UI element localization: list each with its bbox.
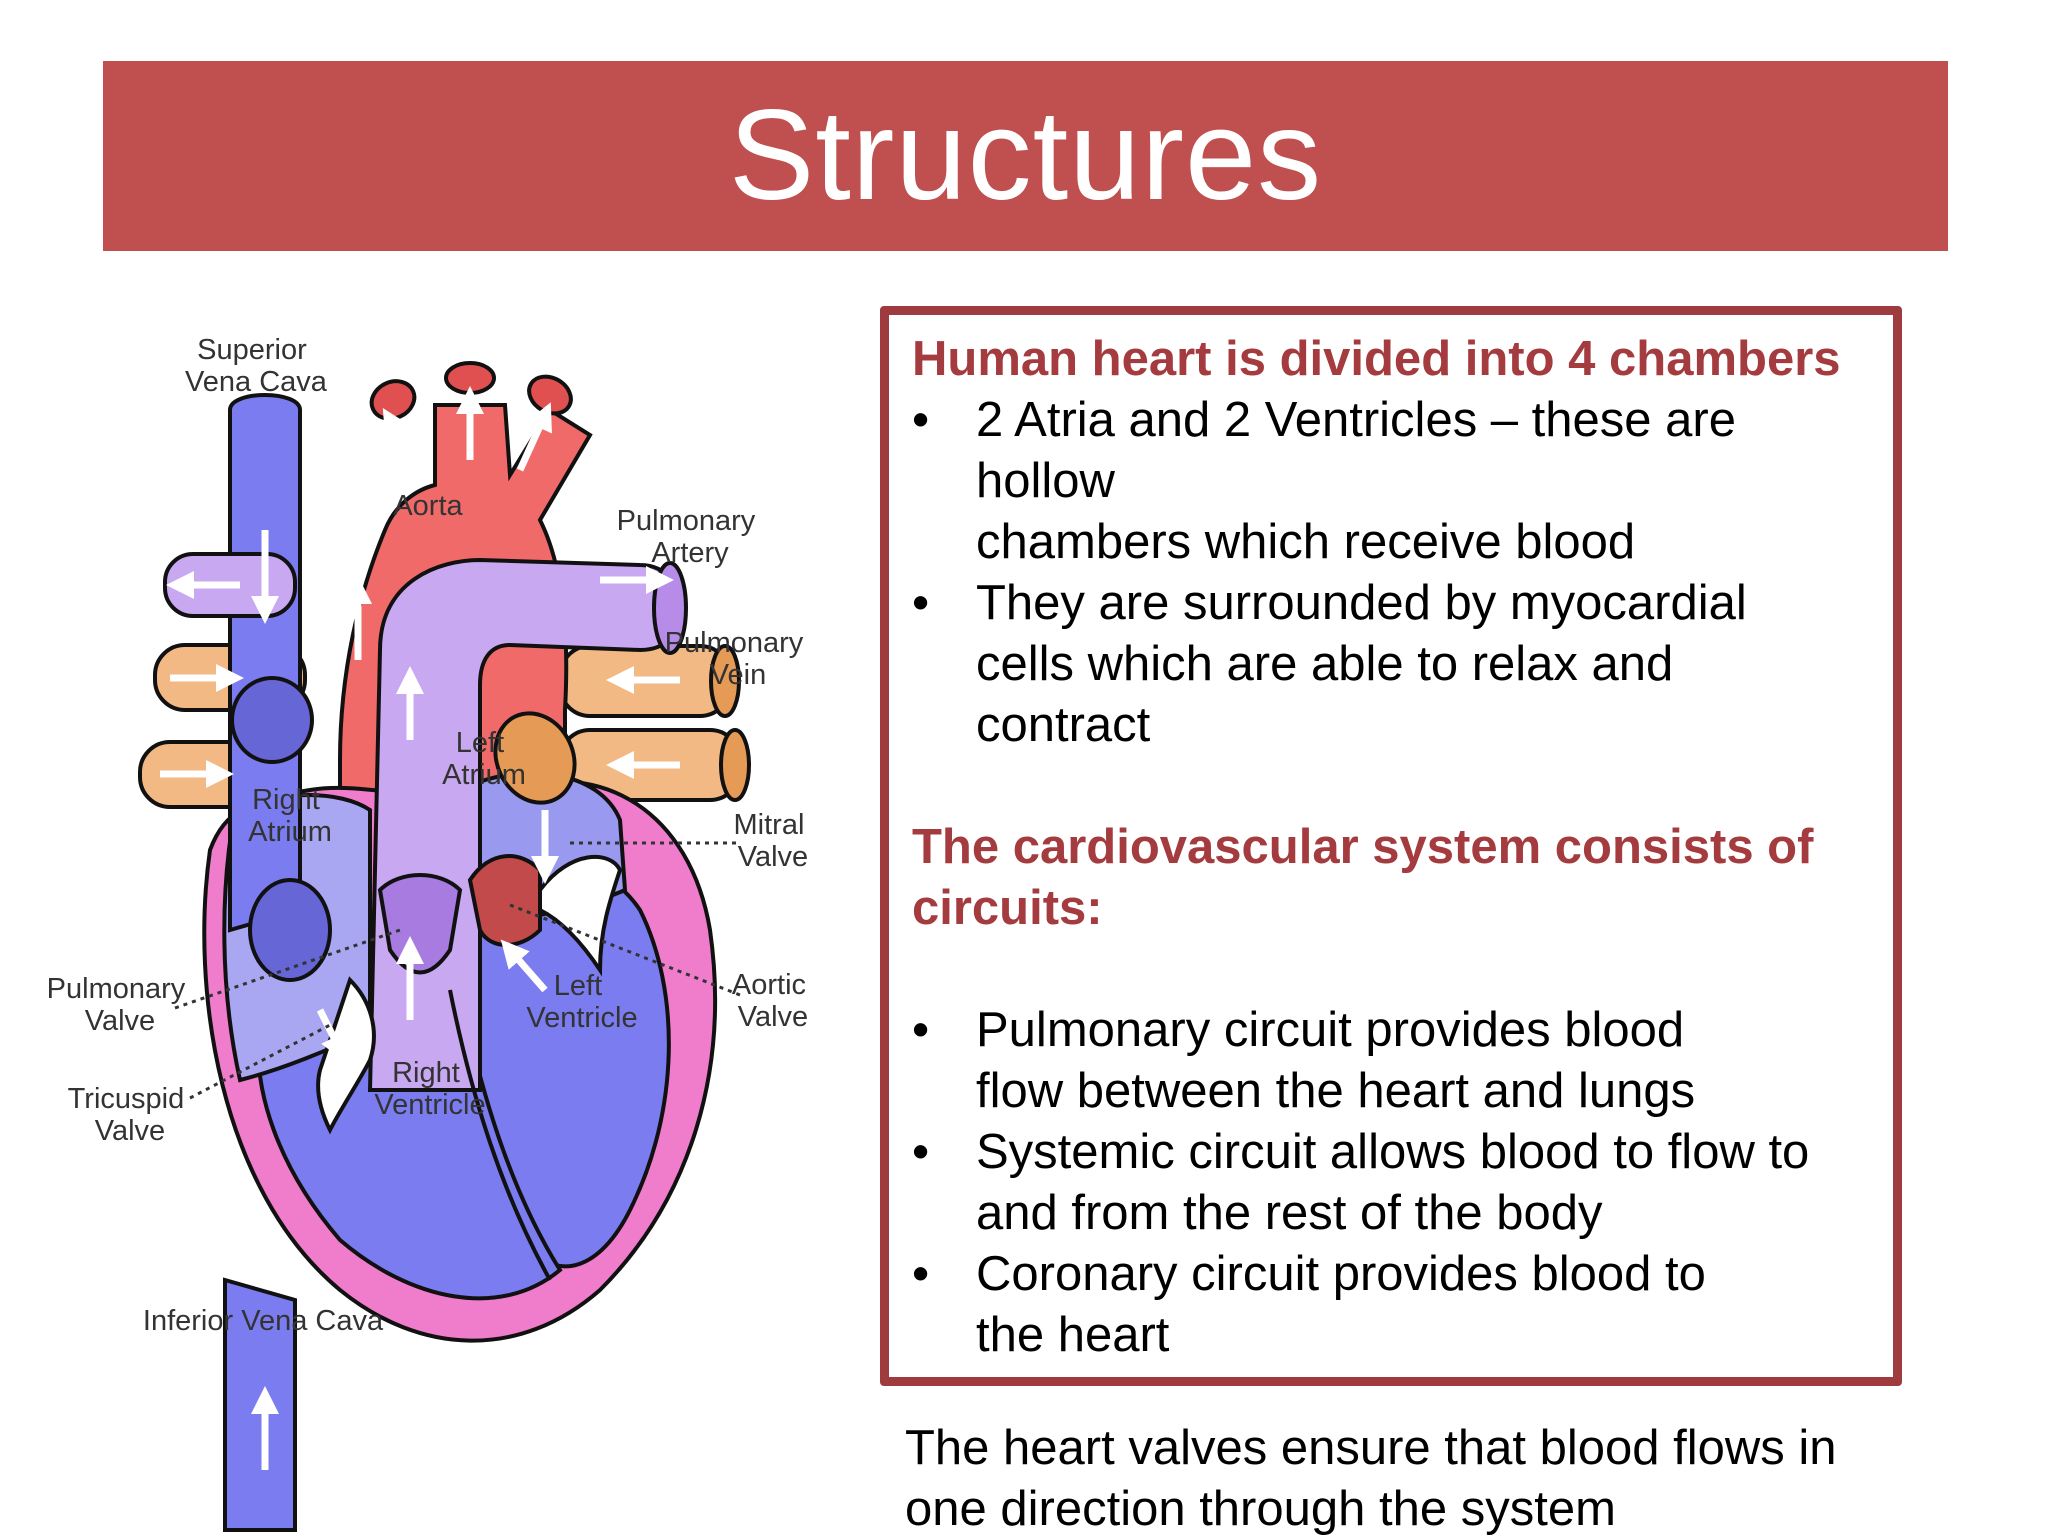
- heart-diagram: Superior Vena Cava Aorta Pulmonary Arter…: [40, 290, 880, 1536]
- spacer: [912, 756, 1869, 817]
- label-pulmonary-valve: Pulmonary Valve: [47, 973, 194, 1037]
- aortic-valve-shape: [467, 854, 542, 947]
- info-box: Human heart is divided into 4 chambers 2…: [880, 306, 1902, 1386]
- flow-arrows: [160, 386, 680, 1470]
- list-item: Systemic circuit allows blood to flow to…: [912, 1122, 1869, 1244]
- label-left-atrium: Left Atrium: [442, 727, 526, 791]
- label-right-atrium: Right Atrium: [248, 784, 332, 848]
- circuits-list: Pulmonary circuit provides blood flow be…: [912, 1000, 1869, 1366]
- label-tricuspid-valve: Tricuspid Valve: [68, 1083, 193, 1147]
- label-pulmonary-vein: Pulmonary Vein: [665, 627, 812, 691]
- page-title: Structures: [728, 84, 1323, 227]
- title-bar: Structures: [103, 61, 1948, 251]
- heading-circuits: The cardiovascular system consists of ci…: [912, 820, 1814, 935]
- label-aorta: Aorta: [393, 490, 463, 522]
- list-item: They are surrounded by myocardial cells …: [912, 573, 1869, 756]
- chambers-list: 2 Atria and 2 Ventricles – these are hol…: [912, 390, 1869, 756]
- list-item: Pulmonary circuit provides blood flow be…: [912, 1000, 1869, 1122]
- label-superior-vena-cava: Superior Vena Cava: [185, 334, 328, 398]
- list-item: Coronary circuit provides blood to the h…: [912, 1244, 1869, 1366]
- list-item: 2 Atria and 2 Ventricles – these are hol…: [912, 390, 1869, 573]
- label-left-ventricle: Left Ventricle: [526, 970, 637, 1034]
- label-pulmonary-artery: Pulmonary Artery: [617, 505, 764, 569]
- septum: [448, 989, 552, 1281]
- heading-chambers: Human heart is divided into 4 chambers: [912, 332, 1841, 386]
- label-inferior-vena-cava: Inferior Vena Cava: [143, 1305, 384, 1337]
- leader-lines: [174, 841, 741, 1100]
- superior-vena-cava: [228, 393, 302, 933]
- mitral-valve-shape: [538, 855, 623, 977]
- footer-note: The heart valves ensure that blood flows…: [905, 1421, 1837, 1536]
- label-mitral-valve: Mitral Valve: [734, 809, 813, 873]
- label-right-ventricle: Right Ventricle: [374, 1057, 485, 1121]
- label-aortic-valve: Aortic Valve: [732, 969, 814, 1033]
- spacer: [912, 939, 1869, 1000]
